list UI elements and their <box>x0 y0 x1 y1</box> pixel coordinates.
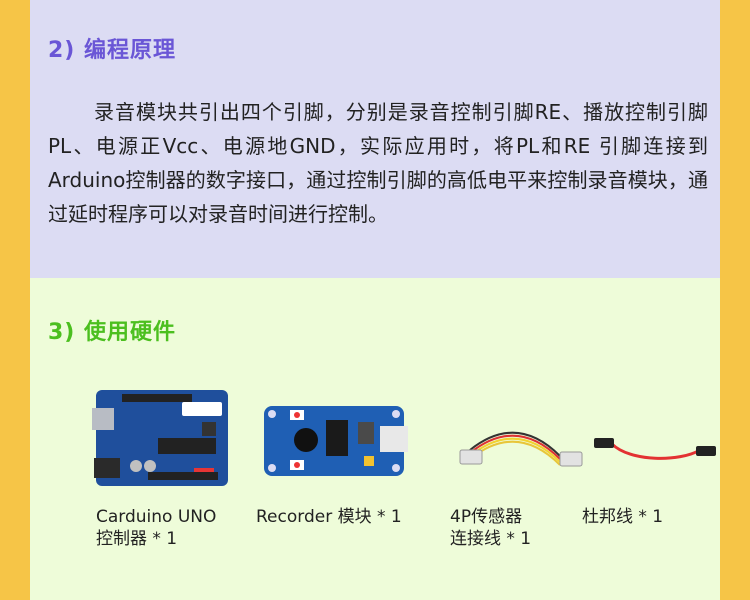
dupont-wire-icon <box>594 438 716 460</box>
principle-panel: 2) 编程原理 录音模块共引出四个引脚，分别是录音控制引脚RE、播放控制引脚PL… <box>30 0 720 278</box>
hardware-item-line1: Carduino UNO <box>96 507 217 527</box>
hardware-item-label: 4P传感器 连接线 * 1 <box>450 506 531 550</box>
hardware-item-line1: 4P传感器 <box>450 507 523 527</box>
principle-paragraph: 录音模块共引出四个引脚，分别是录音控制引脚RE、播放控制引脚PL、电源正Vcc、… <box>48 100 708 226</box>
arduino-board-image <box>92 382 232 492</box>
arduino-board-icon <box>92 390 228 486</box>
hardware-item-label: Recorder 模块 * 1 <box>256 506 402 528</box>
hardware-item-line2: 连接线 * 1 <box>450 529 532 549</box>
hardware-item-line2: 控制器 * 1 <box>96 529 178 549</box>
4p-cable-icon <box>459 431 583 467</box>
recorder-module-icon <box>264 406 408 476</box>
hardware-item-label: 杜邦线 * 1 <box>582 506 663 528</box>
4p-cable-image <box>440 416 590 476</box>
hardware-item-line1: Recorder 模块 * 1 <box>256 507 402 527</box>
recorder-module-image <box>262 402 412 480</box>
hardware-heading: 3) 使用硬件 <box>48 320 177 345</box>
hardware-panel: 3) 使用硬件 <box>30 278 720 600</box>
hardware-item-line1: 杜邦线 * 1 <box>582 507 664 527</box>
hardware-item-label: Carduino UNO 控制器 * 1 <box>96 506 216 550</box>
principle-heading: 2) 编程原理 <box>48 38 177 63</box>
dupont-wire-image <box>590 428 730 478</box>
